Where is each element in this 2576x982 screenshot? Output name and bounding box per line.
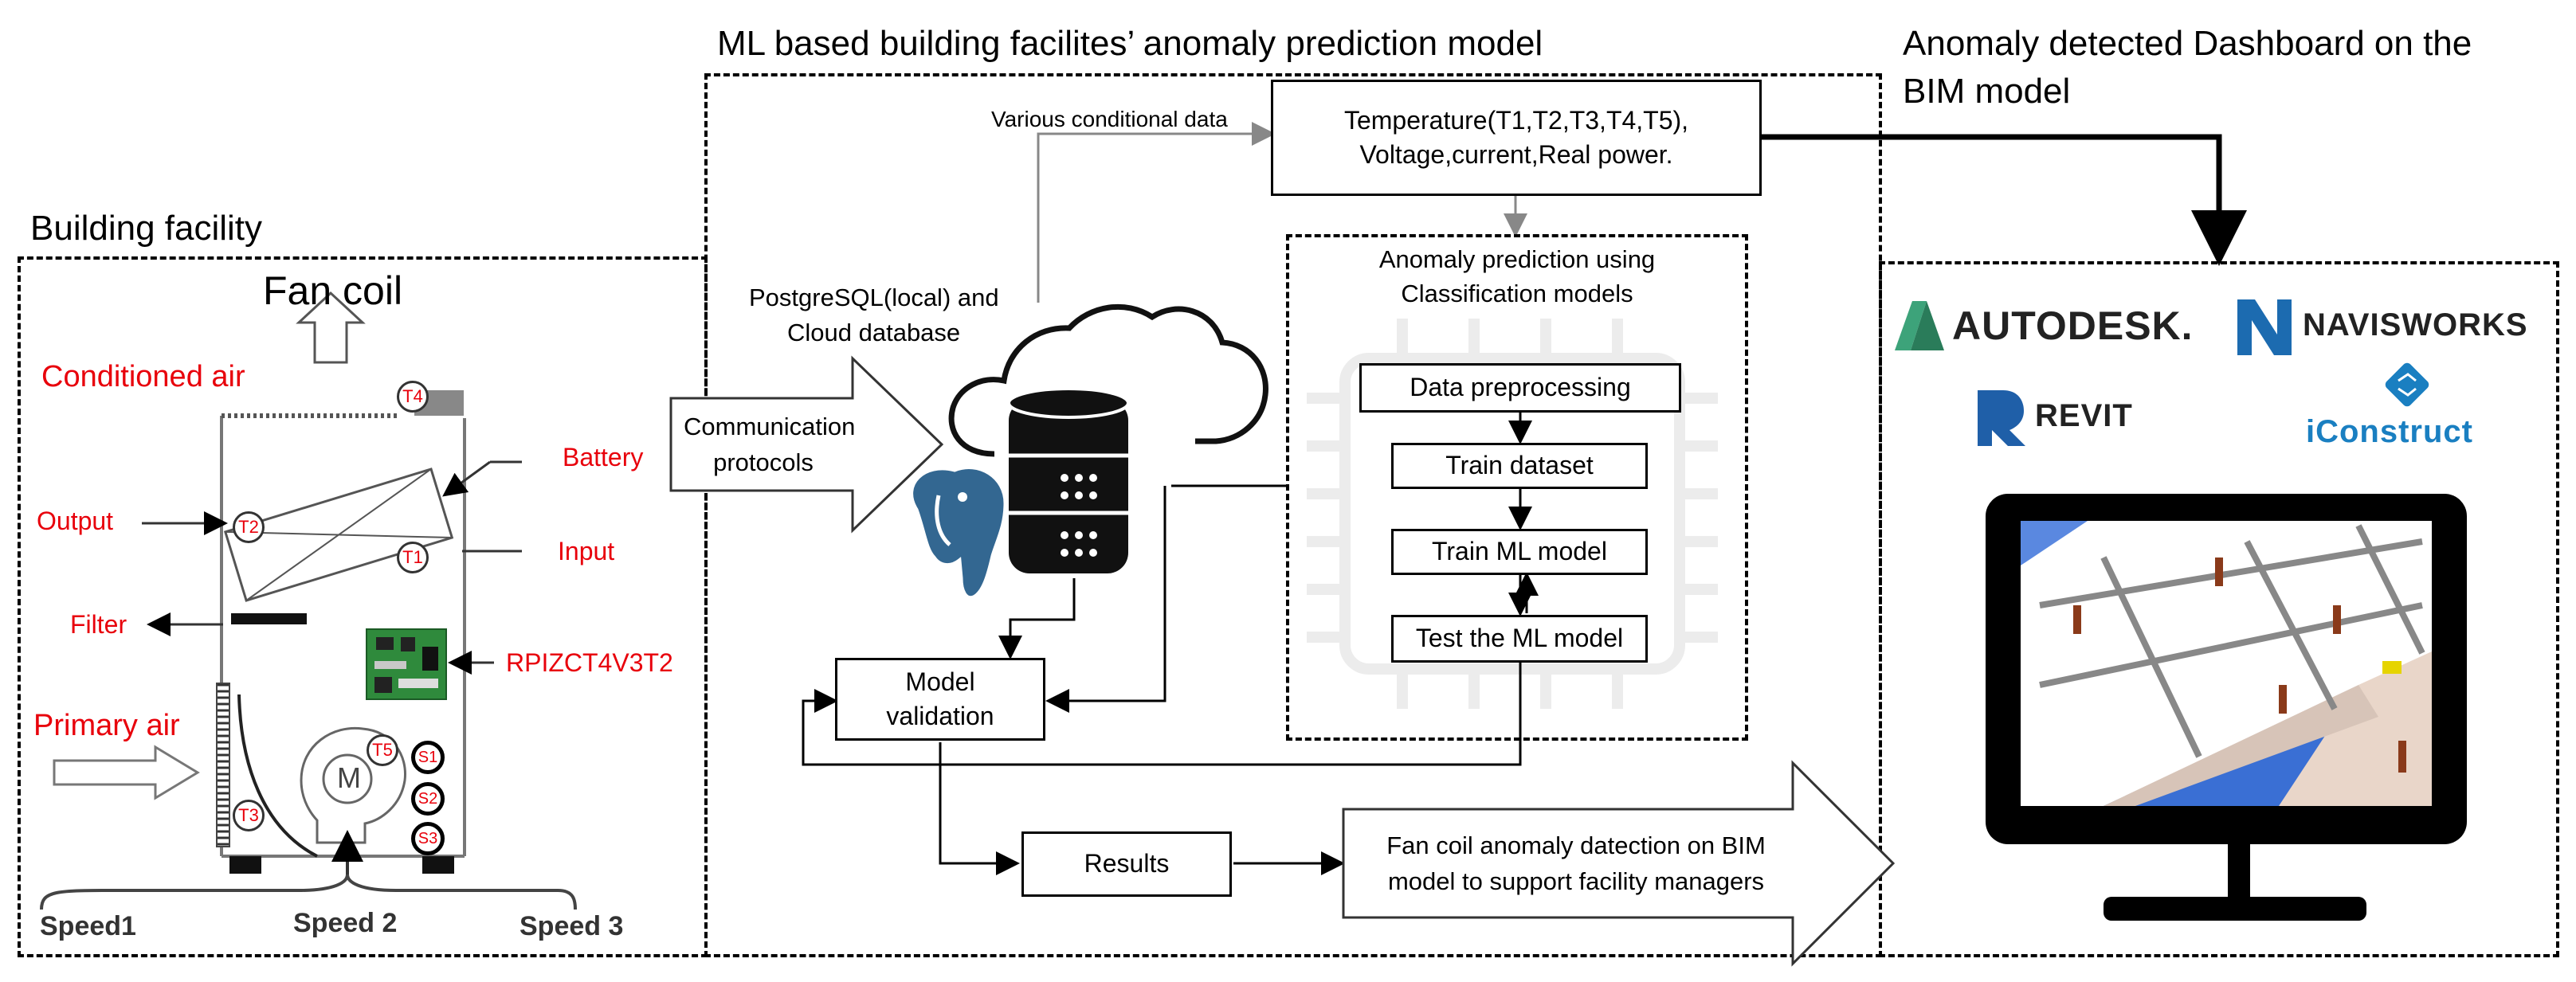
various-data-label: Various conditional data [991, 107, 1228, 131]
switch-s3: S3 [411, 822, 445, 855]
section-title-dashboard-line2: BIM model [1903, 72, 2071, 111]
board-label: RPIZCT4V3T2 [506, 648, 673, 677]
chip-watermark-icon [1307, 319, 1718, 709]
postgresql-elephant-icon [909, 465, 1008, 601]
speed3-label: Speed 3 [520, 911, 624, 941]
cloud-database-icon [948, 303, 1268, 573]
database-label-line1: PostgreSQL(local) and [749, 284, 999, 311]
navisworks-logo-text: NAVISWORKS [2303, 307, 2528, 342]
autodesk-logo-icon [1895, 301, 1944, 350]
speed1-label: Speed1 [40, 911, 136, 941]
database-label-line2: Cloud database [787, 319, 961, 346]
primary-air-label: Primary air [33, 709, 180, 742]
switch-s2: S2 [411, 782, 445, 816]
output-arrow-label: Fan coil anomaly datection on BIM model … [1386, 831, 1766, 895]
classification-frame [1286, 234, 1748, 741]
filter-label: Filter [70, 610, 127, 639]
speed2-label: Speed 2 [293, 908, 398, 938]
battery-label: Battery [563, 443, 644, 471]
classification-title: Anomaly prediction using Classification … [1378, 245, 1656, 308]
sensor-t5: T5 [367, 734, 398, 766]
features-box: Temperature(T1,T2,T3,T4,T5), Voltage,cur… [1271, 80, 1762, 196]
step-train-ml-model: Train ML model [1391, 529, 1648, 575]
step-data-preprocessing: Data preprocessing [1359, 363, 1681, 413]
monitor-icon [1986, 494, 2467, 921]
motor-label: M [337, 761, 361, 794]
sensor-t4: T4 [397, 381, 429, 413]
conditioned-air-label: Conditioned air [41, 360, 245, 393]
output-label: Output [37, 507, 114, 535]
sensor-t3: T3 [233, 800, 265, 831]
revit-logo-text: REVIT [2035, 398, 2133, 433]
section-title-dashboard-line1: Anomaly detected Dashboard on the [1903, 24, 2472, 63]
section-title-ml-model: ML based building facilites’ anomaly pre… [717, 24, 1543, 63]
step-train-dataset: Train dataset [1391, 443, 1648, 489]
autodesk-logo-text: AUTODESK. [1952, 303, 2194, 348]
section-title-building-facility: Building facility [30, 209, 263, 248]
switch-s1: S1 [411, 741, 445, 774]
sensor-t2: T2 [233, 511, 265, 543]
results-box: Results [1021, 831, 1232, 897]
output-arrow-shape [1342, 760, 1896, 967]
sensor-t1: T1 [397, 542, 429, 573]
fan-coil-title: Fan coil [263, 268, 403, 313]
communication-arrow-shape [669, 355, 944, 534]
navisworks-logo-icon [2237, 299, 2292, 355]
revit-logo-icon [1978, 390, 2025, 446]
step-test-ml-model: Test the ML model [1391, 615, 1648, 663]
input-label: Input [558, 537, 615, 565]
iconstruct-logo-icon [2385, 362, 2429, 407]
model-validation-box: Model validation [835, 658, 1045, 741]
iconstruct-logo-text: iConstruct [2306, 414, 2473, 449]
communication-protocols-label: Communication protocols [684, 413, 856, 476]
